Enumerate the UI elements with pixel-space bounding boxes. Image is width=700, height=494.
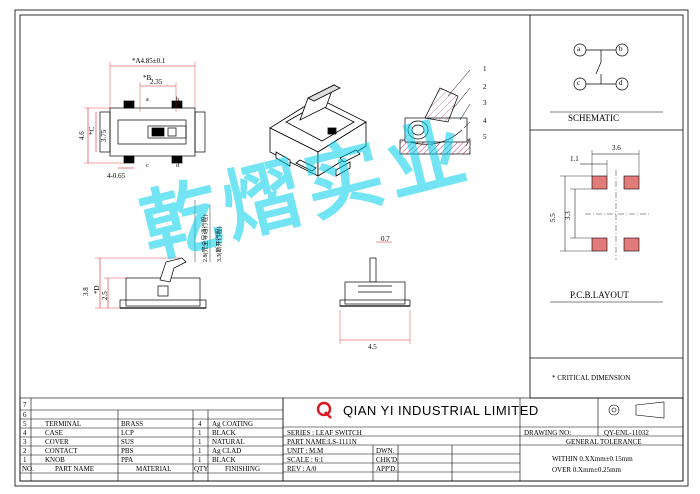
projection-symbol-icon bbox=[608, 401, 665, 419]
callout-1: 1 bbox=[483, 65, 487, 73]
schematic-pin-c: c bbox=[577, 79, 581, 87]
dim-a-label: *A4.85±0.1 bbox=[132, 57, 166, 65]
isometric-view bbox=[269, 84, 367, 177]
bom-row-no: 2 bbox=[23, 447, 27, 455]
mark-b: b bbox=[176, 97, 179, 103]
mark-d: d bbox=[176, 163, 179, 169]
bom-row-qty: 4 bbox=[198, 420, 202, 428]
schematic-pin-a: a bbox=[577, 45, 581, 53]
schematic-pin-b: b bbox=[619, 45, 623, 53]
drawing-no-value: QY-ENL-11032 bbox=[604, 429, 649, 437]
bom-row-material: BRASS bbox=[121, 420, 144, 428]
tolerance-within: WITHIN 0.XXmm±0.15mm bbox=[552, 455, 633, 463]
bom-row-qty: 1 bbox=[198, 447, 202, 455]
note-break-travel: 3.3(断开行程) bbox=[217, 226, 223, 263]
bom-row-no: 1 bbox=[23, 456, 27, 464]
mark-c: c bbox=[146, 163, 149, 169]
section-view bbox=[399, 69, 471, 155]
dim-width-label: 4.5 bbox=[368, 343, 377, 351]
bom-row-part: COVER bbox=[45, 438, 69, 446]
bom-row-part: TERMINAL bbox=[45, 420, 82, 428]
dim-side-d: *D bbox=[93, 285, 101, 294]
dim-h2-label: 3.75 bbox=[100, 129, 108, 142]
bom-row-no: 4 bbox=[23, 429, 27, 437]
bom-header-finishing: FINISHING bbox=[225, 465, 260, 473]
pcb-layout bbox=[550, 150, 663, 303]
bom-row-part: CONTACT bbox=[45, 447, 78, 455]
series-label: SERIES : LEAF SWITCH bbox=[287, 429, 362, 437]
bom-header-qty: QTY bbox=[194, 465, 209, 473]
mark-a: a bbox=[146, 97, 149, 103]
bom-header-no: NO. bbox=[22, 465, 34, 473]
pcb-dim-55: 5.5 bbox=[549, 213, 557, 222]
pcb-title: P.C.B.LAYOUT bbox=[570, 290, 629, 300]
schematic-title: SCHEMATIC bbox=[568, 113, 620, 123]
callout-3: 3 bbox=[483, 99, 487, 107]
schematic-diagram bbox=[550, 43, 663, 113]
bom-row-qty: 1 bbox=[198, 438, 202, 446]
critical-dimension-note: * CRITICAL DIMENSION bbox=[552, 374, 631, 382]
bom-header-material: MATERIAL bbox=[136, 465, 172, 473]
bom-row-material: LCP bbox=[121, 429, 134, 437]
bom-table-grid bbox=[19, 397, 284, 482]
top-view bbox=[84, 62, 206, 169]
schematic-pin-d: d bbox=[619, 79, 623, 87]
bom-row-no: 3 bbox=[23, 438, 27, 446]
part-name-label: PART NAME:LS-1111N bbox=[287, 438, 357, 446]
bom-row-finish: NATURAL bbox=[212, 438, 245, 446]
bom-row-no: 6 bbox=[23, 411, 27, 419]
dim-b-value: 2.35 bbox=[150, 78, 163, 86]
bom-row-no: 5 bbox=[23, 420, 27, 428]
dim-h1-label: 4.6 bbox=[78, 131, 86, 140]
front-view bbox=[339, 241, 411, 344]
outer-frame bbox=[14, 9, 689, 487]
callout-4: 4 bbox=[483, 117, 487, 125]
rev-label: REV : A/0 bbox=[287, 465, 317, 473]
pcb-dim-36: 3.6 bbox=[612, 144, 621, 152]
bom-row-finish: Ag COATING bbox=[212, 420, 254, 428]
drawing-no-label: DRAWING NO: bbox=[524, 429, 572, 437]
bom-row-material: SUS bbox=[121, 438, 134, 446]
side-view bbox=[95, 200, 211, 309]
dwn-label: DWN. bbox=[376, 447, 395, 455]
pcb-dim-11: 1.1 bbox=[570, 155, 579, 163]
scale-label: SCALE : 6:1 bbox=[287, 456, 324, 464]
tolerance-over: OVER 0.Xmm±0.25mm bbox=[552, 466, 621, 474]
appd-label: APP'D. bbox=[376, 465, 397, 473]
dim-b-label: *B bbox=[143, 74, 152, 82]
bom-row-part: KNOB bbox=[45, 456, 65, 464]
chkd-label: CHK'D bbox=[376, 456, 398, 464]
dim-side-inner: 2.5 bbox=[101, 291, 109, 300]
bom-row-no: 7 bbox=[23, 401, 27, 409]
company-name: QIAN YI INDUSTRIAL LIMITED bbox=[343, 403, 539, 418]
pcb-dim-33: 3.3 bbox=[564, 211, 572, 220]
dim-c-label: *C bbox=[88, 126, 96, 135]
dim-pin-label: 0.7 bbox=[381, 235, 390, 243]
bom-row-part: CASE bbox=[45, 429, 63, 437]
bom-row-material: PPA bbox=[121, 456, 134, 464]
dim-pitch-label: 4-0.65 bbox=[107, 172, 126, 180]
company-logo-icon bbox=[316, 401, 332, 417]
bom-row-material: PBS bbox=[121, 447, 134, 455]
unit-label: UNIT : M.M bbox=[287, 447, 324, 455]
bom-header-part: PART NAME bbox=[55, 465, 95, 473]
bom-row-finish: BLACK bbox=[212, 429, 236, 437]
bom-row-finish: Ag CLAD bbox=[212, 447, 242, 455]
bom-row-qty: 1 bbox=[198, 429, 202, 437]
title-block-grid bbox=[282, 397, 684, 482]
bom-row-qty: 1 bbox=[198, 456, 202, 464]
general-tolerance-label: GENERAL TOLERANCE bbox=[566, 438, 642, 446]
bom-row-finish: BLACK bbox=[212, 456, 236, 464]
callout-2: 2 bbox=[483, 83, 487, 91]
dim-side-outer: 3.8 bbox=[82, 287, 90, 296]
note-full-travel: 2.8(完全导通行程) bbox=[203, 214, 209, 263]
callout-5: 5 bbox=[483, 133, 487, 141]
